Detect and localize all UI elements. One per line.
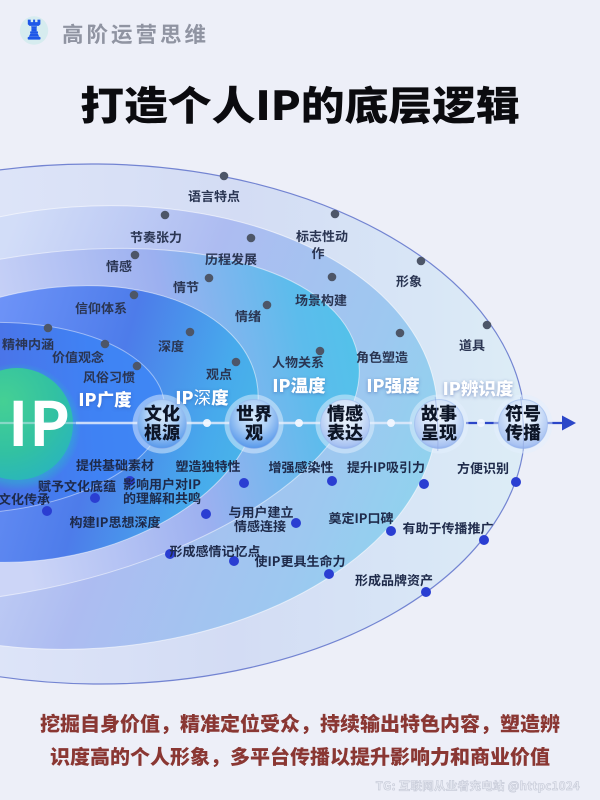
svg-text:节奏张力: 节奏张力 — [130, 227, 182, 246]
svg-text:语言特点: 语言特点 — [188, 186, 240, 205]
svg-text:文化传承: 文化传承 — [0, 489, 50, 508]
svg-text:IP广度: IP广度 — [78, 387, 132, 412]
svg-text:深度: 深度 — [158, 336, 184, 355]
svg-text:IP温度: IP温度 — [272, 373, 326, 398]
svg-text:IP: IP — [8, 375, 71, 464]
svg-text:观点: 观点 — [206, 364, 232, 383]
svg-text:形成感情记忆点: 形成感情记忆点 — [169, 541, 260, 560]
svg-text:形象: 形象 — [396, 271, 422, 290]
svg-text:赋予文化底蕴: 赋予文化底蕴 — [38, 476, 116, 495]
svg-text:使IP更具生命力: 使IP更具生命力 — [255, 551, 346, 570]
svg-text:呈现: 呈现 — [421, 419, 457, 445]
svg-text:角色塑造: 角色塑造 — [356, 347, 408, 366]
svg-text:提升IP吸引力: 提升IP吸引力 — [347, 457, 425, 476]
svg-text:提供基础素材: 提供基础素材 — [76, 455, 154, 474]
svg-text:方便识别: 方便识别 — [457, 458, 509, 477]
svg-text:奠定IP口碑: 奠定IP口碑 — [329, 508, 394, 527]
svg-text:道具: 道具 — [459, 335, 485, 354]
svg-text:根源: 根源 — [144, 419, 180, 445]
svg-text:塑造独特性: 塑造独特性 — [175, 456, 240, 475]
svg-text:信仰体系: 信仰体系 — [75, 298, 127, 317]
svg-text:构建IP思想深度: 构建IP思想深度 — [70, 512, 161, 531]
svg-text:情感连接: 情感连接 — [234, 516, 286, 535]
svg-text:影响用户对IP: 影响用户对IP — [123, 474, 201, 493]
svg-text:情节: 情节 — [173, 277, 199, 296]
svg-text:IP深度: IP深度 — [175, 385, 229, 410]
svg-text:情绪: 情绪 — [235, 306, 261, 325]
svg-text:历程发展: 历程发展 — [205, 249, 257, 268]
svg-text:场景构建: 场景构建 — [295, 290, 347, 309]
svg-text:IP辨识度: IP辨识度 — [443, 376, 514, 401]
svg-text:价值观念: 价值观念 — [52, 347, 104, 366]
svg-text:文化: 文化 — [144, 400, 180, 426]
svg-text:增强感染性: 增强感染性 — [268, 457, 333, 476]
svg-text:精神内涵: 精神内涵 — [2, 334, 54, 353]
svg-text:标志性动: 标志性动 — [296, 226, 348, 245]
svg-text:的理解和共鸣: 的理解和共鸣 — [123, 488, 201, 507]
svg-text:有助于传播推广: 有助于传播推广 — [402, 518, 493, 537]
svg-text:情感: 情感 — [106, 256, 132, 275]
svg-text:风俗习惯: 风俗习惯 — [83, 367, 135, 386]
svg-text:故事: 故事 — [421, 400, 457, 426]
svg-text:作: 作 — [311, 243, 324, 262]
svg-text:表达: 表达 — [327, 419, 363, 445]
svg-text:人物关系: 人物关系 — [272, 352, 324, 371]
svg-text:形成品牌资产: 形成品牌资产 — [355, 570, 433, 589]
svg-text:情感: 情感 — [327, 400, 363, 426]
svg-text:与用户建立: 与用户建立 — [228, 502, 293, 521]
svg-text:观: 观 — [245, 419, 263, 445]
svg-text:世界: 世界 — [236, 400, 272, 426]
svg-text:IP强度: IP强度 — [366, 373, 420, 398]
